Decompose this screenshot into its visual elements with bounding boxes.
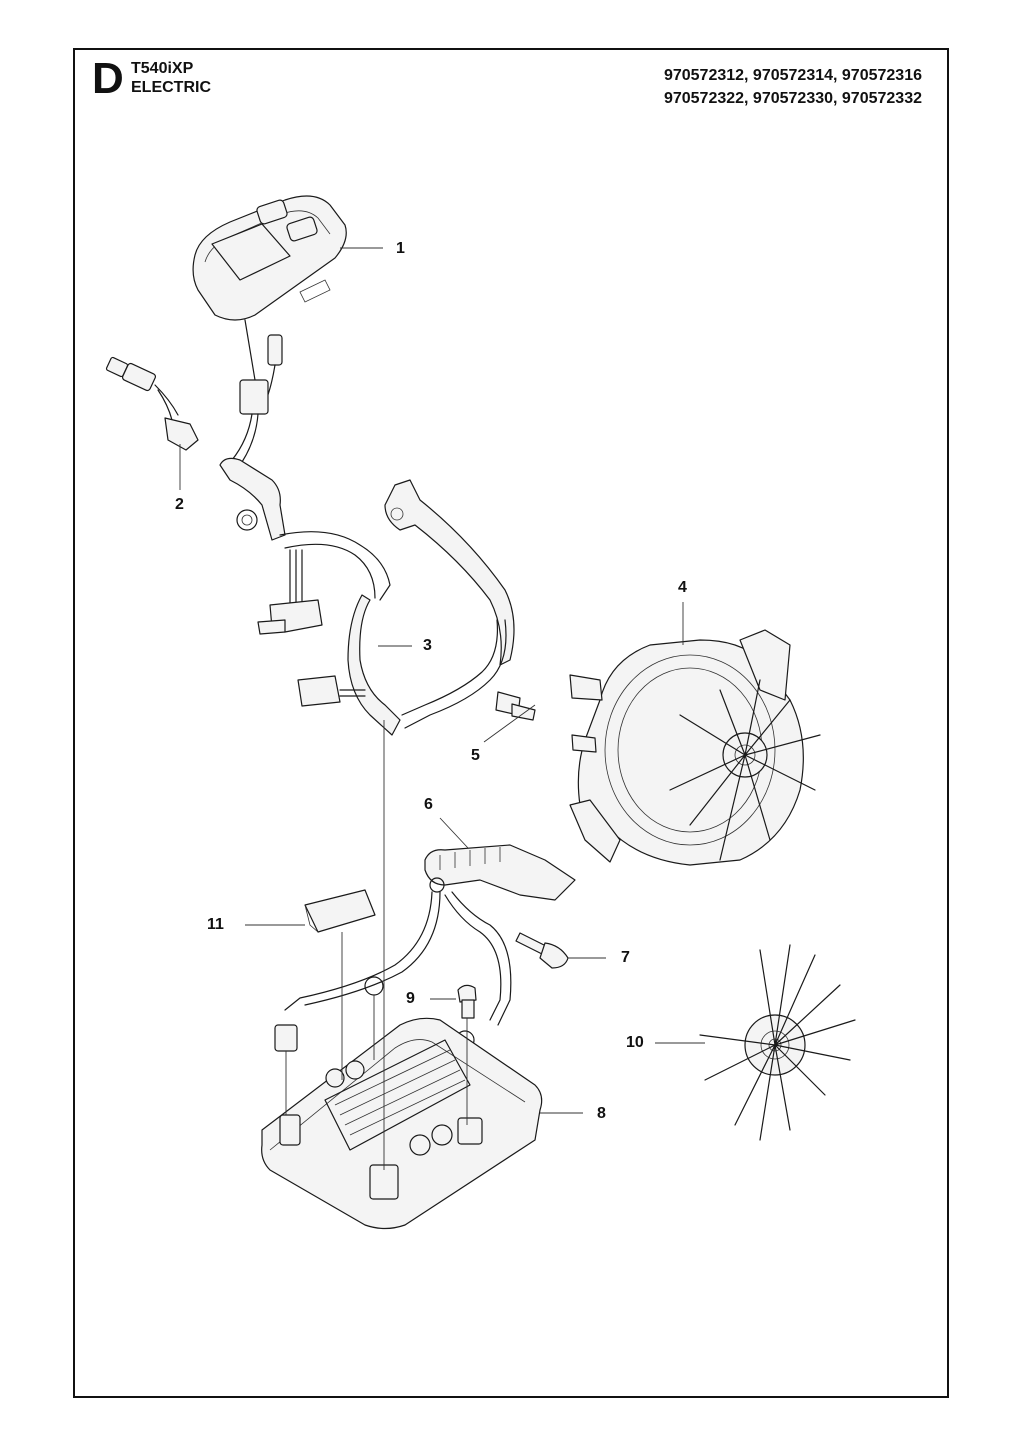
drawing-frame [73, 48, 949, 1398]
leader-line-6 [439, 817, 469, 849]
callout-2: 2 [175, 496, 184, 513]
callout-3: 3 [423, 637, 432, 654]
callout-7: 7 [621, 949, 630, 966]
leader-line-5 [483, 704, 536, 743]
category-name: ELECTRIC [131, 79, 211, 96]
model-name: T540iXP [131, 60, 194, 77]
callout-9: 9 [406, 990, 415, 1007]
callout-11: 11 [207, 916, 224, 933]
wiring-harness-part [219, 319, 515, 736]
damper-part [304, 889, 376, 933]
sensor-cable-part [105, 356, 199, 451]
callout-8: 8 [597, 1105, 606, 1122]
switch-panel-part [192, 195, 347, 321]
part-numbers-line2: 970572322, 970572330, 970572332 [663, 90, 922, 107]
section-letter: D [92, 54, 124, 103]
control-unit-part [261, 1017, 543, 1230]
fan-wheel-part [699, 944, 856, 1141]
screw-part [515, 932, 569, 969]
callout-5: 5 [471, 747, 480, 764]
bushing-part [495, 691, 536, 721]
callout-1: 1 [396, 240, 405, 257]
callout-10: 10 [626, 1034, 644, 1051]
part-numbers-line1: 970572312, 970572314, 970572316 [663, 67, 922, 84]
callout-6: 6 [424, 796, 433, 813]
motor-stator-part [569, 629, 821, 866]
screw-ground-part [457, 984, 477, 1019]
callout-4: 4 [678, 579, 687, 596]
